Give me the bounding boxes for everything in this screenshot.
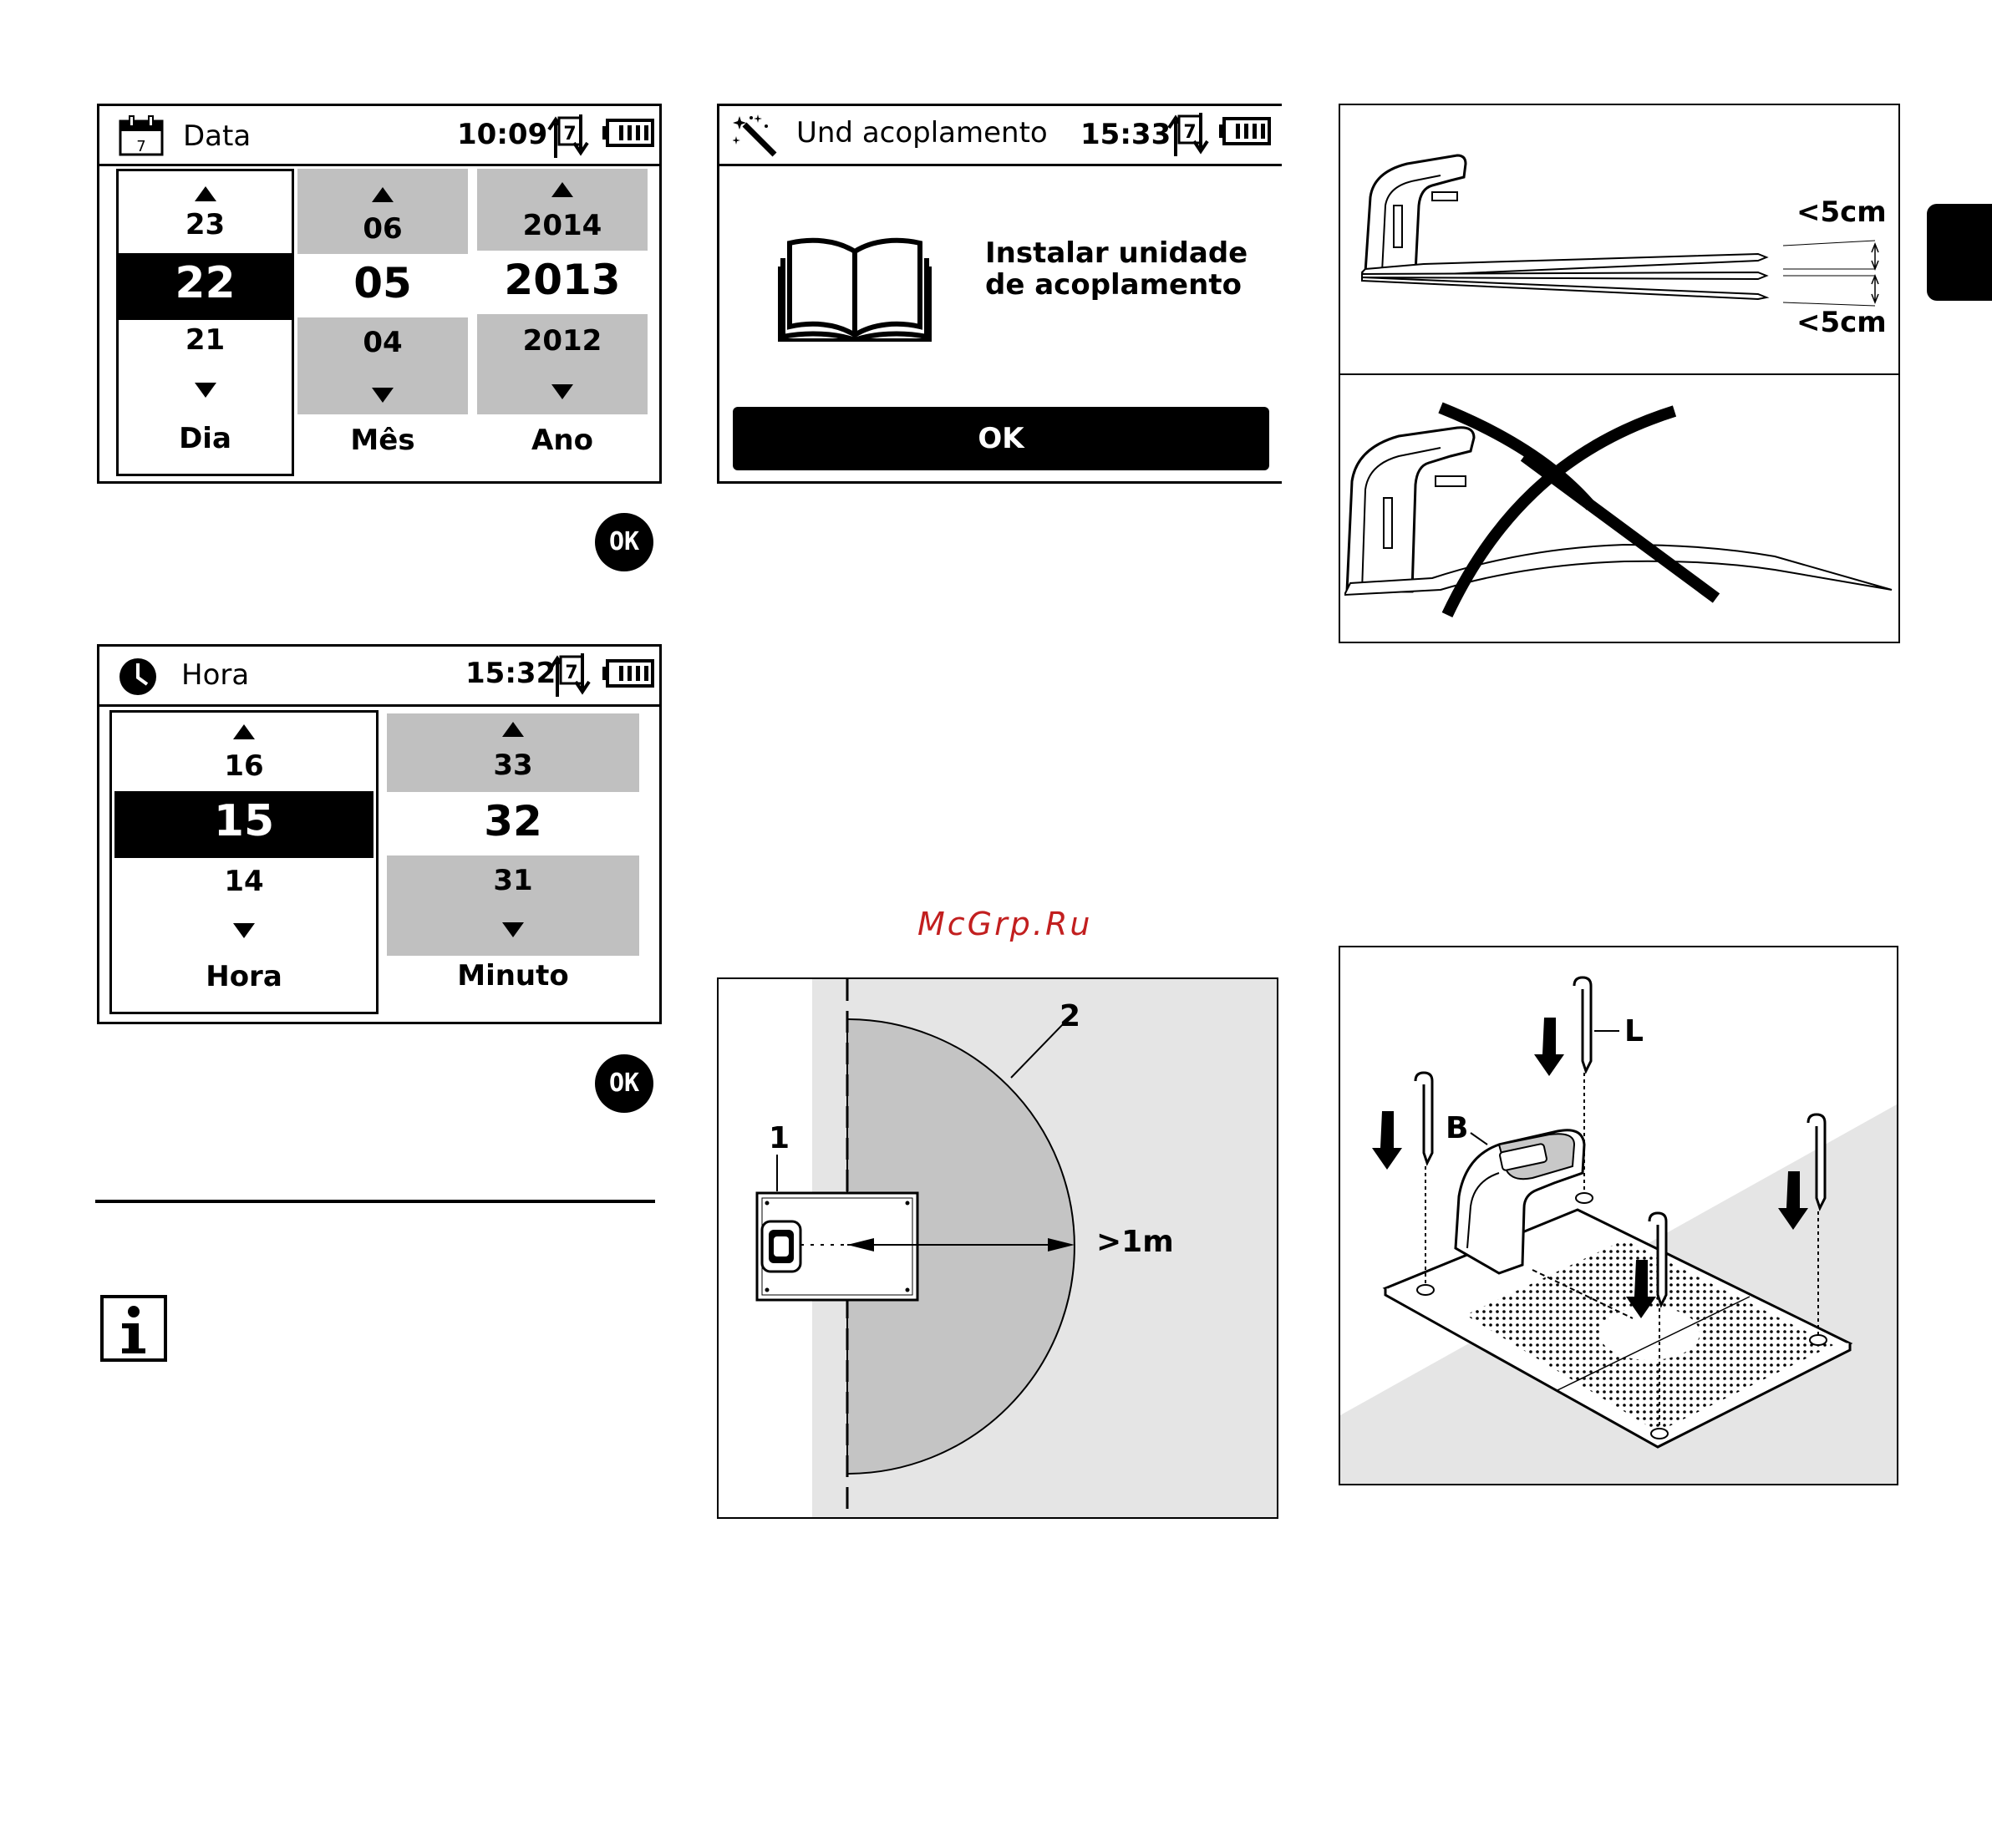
minute-prev: 33 bbox=[387, 749, 639, 782]
battery-icon bbox=[601, 118, 654, 148]
battery-icon bbox=[1217, 116, 1271, 146]
ok-button[interactable]: OK bbox=[733, 407, 1269, 470]
label-l: L bbox=[1624, 1014, 1644, 1048]
section-divider bbox=[95, 1200, 655, 1203]
slope-limit-bottom: <5cm bbox=[1796, 306, 1887, 339]
arrow-down-icon[interactable] bbox=[372, 388, 394, 403]
minute-selected[interactable]: 32 bbox=[387, 792, 639, 855]
year-current: 2013 bbox=[477, 256, 648, 304]
clock-time: 15:32 bbox=[465, 657, 556, 690]
year-column[interactable]: 2014 2013 2012 bbox=[477, 169, 648, 414]
svg-text:7: 7 bbox=[1183, 122, 1196, 143]
month-next: 04 bbox=[297, 326, 468, 359]
watermark: McGrp.Ru bbox=[917, 906, 1092, 942]
hour-column[interactable]: 16 15 14 Hora bbox=[109, 710, 379, 1014]
sync-icon: 7 bbox=[547, 111, 589, 161]
minute-next: 31 bbox=[387, 864, 639, 897]
clearance-illustration bbox=[719, 979, 1277, 1517]
section-tab bbox=[1927, 204, 1992, 301]
page-title: Hora bbox=[181, 658, 249, 692]
minute-label: Minuto bbox=[387, 959, 639, 993]
hour-screen-header: Hora 15:32 7 bbox=[99, 647, 659, 707]
hour-label: Hora bbox=[112, 960, 376, 993]
page-title: Und acoplamento bbox=[796, 116, 1048, 150]
hour-selected[interactable]: 15 bbox=[114, 791, 374, 858]
anchoring-figure: B L bbox=[1339, 946, 1898, 1485]
month-current: 05 bbox=[297, 259, 468, 307]
clock-time: 15:33 bbox=[1080, 118, 1171, 151]
docking-station-anchoring-illustration bbox=[1340, 947, 1897, 1484]
info-icon bbox=[100, 1295, 169, 1363]
day-column[interactable]: 23 22 21 Dia bbox=[116, 169, 294, 476]
calendar-icon-number: 7 bbox=[136, 138, 145, 155]
arrow-up-icon[interactable] bbox=[502, 722, 524, 737]
date-screen-header: 7 Data 10:09 7 bbox=[99, 106, 659, 166]
dock-message-line1: Instalar unidade bbox=[985, 236, 1248, 270]
year-label: Ano bbox=[477, 424, 648, 457]
arrow-up-icon[interactable] bbox=[372, 187, 394, 202]
arrow-up-icon[interactable] bbox=[551, 182, 573, 197]
hour-screen: Hora 15:32 7 16 15 14 Hora 33 32 bbox=[97, 644, 662, 1024]
month-prev: 06 bbox=[297, 212, 468, 246]
arrow-up-icon[interactable] bbox=[233, 724, 255, 739]
distance-label: >1m bbox=[1096, 1225, 1174, 1259]
label-b: B bbox=[1446, 1111, 1468, 1145]
clock-time: 10:09 bbox=[457, 118, 547, 151]
dock-screen: Und acoplamento 15:33 7 Instalar unidade… bbox=[717, 104, 1282, 484]
clock-icon bbox=[118, 657, 158, 697]
clearance-figure: 1 2 >1m bbox=[717, 977, 1278, 1519]
dock-screen-header: Und acoplamento 15:33 7 bbox=[719, 106, 1282, 166]
sync-icon: 7 bbox=[549, 650, 591, 700]
callout-1: 1 bbox=[769, 1121, 790, 1155]
month-selected[interactable]: 05 bbox=[297, 254, 468, 317]
day-current: 22 bbox=[119, 258, 292, 308]
arrow-down-icon[interactable] bbox=[551, 384, 573, 399]
day-label: Dia bbox=[119, 422, 292, 455]
calendar-icon: 7 bbox=[118, 114, 165, 156]
sync-icon: 7 bbox=[1167, 109, 1209, 160]
day-prev: 23 bbox=[119, 208, 292, 241]
year-prev: 2014 bbox=[477, 209, 648, 242]
hour-next: 14 bbox=[112, 865, 376, 898]
hour-current: 15 bbox=[114, 796, 374, 846]
arrow-down-icon[interactable] bbox=[502, 922, 524, 937]
manual-book-icon bbox=[778, 233, 932, 342]
month-column[interactable]: 06 05 04 bbox=[297, 169, 468, 414]
page-title: Data bbox=[183, 119, 251, 153]
ok-key-icon: OK bbox=[595, 1054, 653, 1113]
arrow-up-icon[interactable] bbox=[195, 186, 216, 201]
svg-text:7: 7 bbox=[563, 124, 576, 145]
day-next: 21 bbox=[119, 323, 292, 357]
dock-message-line2: de acoplamento bbox=[985, 268, 1242, 302]
magic-wand-icon bbox=[733, 113, 780, 160]
year-next: 2012 bbox=[477, 324, 648, 358]
callout-2: 2 bbox=[1060, 999, 1080, 1033]
battery-icon bbox=[601, 658, 654, 688]
arrow-down-icon[interactable] bbox=[233, 923, 255, 938]
slope-figure: <5cm <5cm bbox=[1339, 104, 1900, 643]
date-screen: 7 Data 10:09 7 23 22 21 Dia 06 bbox=[97, 104, 662, 484]
slope-limit-top: <5cm bbox=[1796, 195, 1887, 229]
docking-station-slope-illustration bbox=[1340, 105, 1898, 642]
svg-text:7: 7 bbox=[565, 663, 577, 683]
hour-prev: 16 bbox=[112, 749, 376, 783]
arrow-down-icon[interactable] bbox=[195, 383, 216, 398]
minute-current: 32 bbox=[387, 797, 639, 845]
ok-key-icon: OK bbox=[595, 513, 653, 571]
year-selected[interactable]: 2013 bbox=[477, 251, 648, 314]
minute-column[interactable]: 33 32 31 bbox=[387, 713, 639, 956]
month-label: Mês bbox=[297, 424, 468, 457]
day-selected[interactable]: 22 bbox=[119, 253, 292, 320]
